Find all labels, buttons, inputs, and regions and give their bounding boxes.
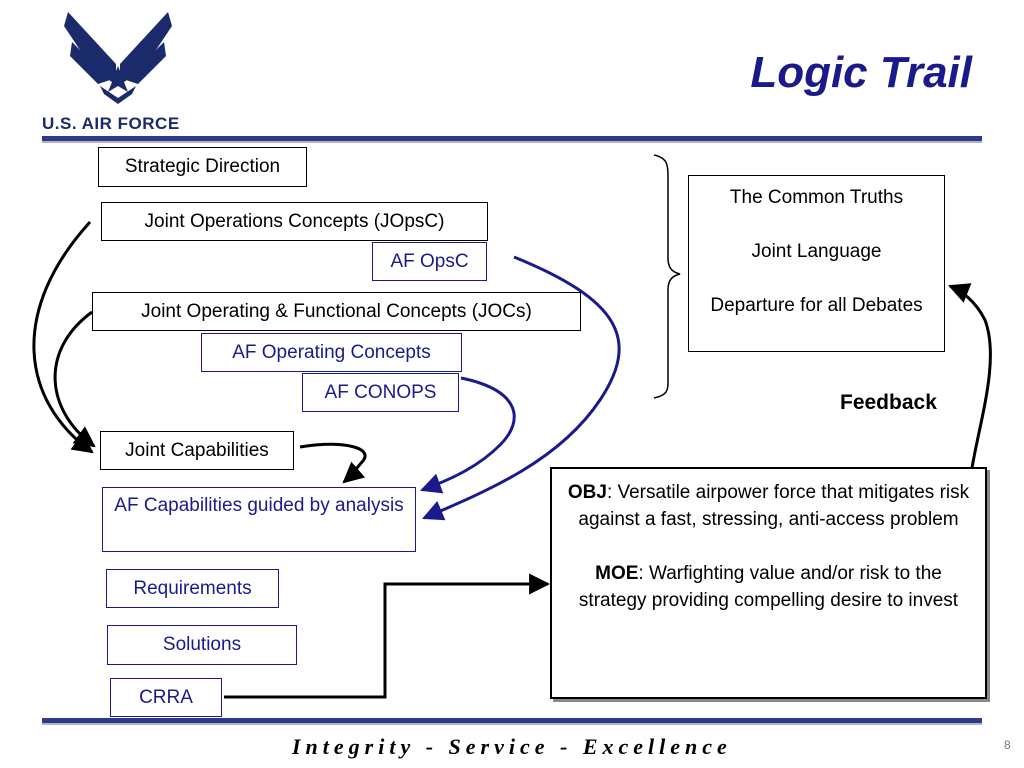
page-title: Logic Trail	[750, 48, 972, 97]
footer-motto: Integrity - Service - Excellence	[292, 734, 732, 759]
common-truths-box: The Common Truths Joint Language Departu…	[688, 175, 945, 352]
obj-text: : Versatile airpower force that mitigate…	[578, 482, 970, 530]
strategic-direction-box: Strategic Direction	[98, 147, 307, 187]
moe-label: MOE	[595, 563, 639, 584]
moe-paragraph: MOE: Warfighting value and/or risk to th…	[564, 560, 973, 614]
feedback-arrow	[948, 283, 992, 469]
obj-label: OBJ	[567, 482, 607, 503]
joint-capabilities-box: Joint Capabilities	[100, 431, 294, 470]
feedback-label: Feedback	[840, 391, 937, 414]
solutions-box: Solutions	[107, 625, 297, 665]
af-opsc-to-af-capabilities-arrow	[422, 255, 621, 521]
top-rule-shadow	[42, 141, 982, 143]
crra-to-objective-arrow	[224, 573, 551, 699]
top-rule	[42, 136, 982, 141]
logo-text: U.S. AIR FORCE	[42, 114, 180, 133]
joint-to-af-capabilities-arrow	[299, 443, 367, 484]
bracket-brace	[653, 154, 681, 399]
bottom-rule	[42, 718, 982, 723]
truths-line-1: The Common Truths	[729, 187, 904, 208]
af-conops-to-af-capabilities-arrow	[420, 376, 516, 494]
objective-box: OBJ: Versatile airpower force that mitig…	[550, 467, 987, 699]
af-opsc-box: AF OpsC	[372, 242, 487, 281]
truths-line-2: Joint Language	[751, 241, 882, 262]
page-number: 8	[1004, 738, 1011, 752]
af-conops-box: AF CONOPS	[302, 373, 459, 412]
af-operating-concepts-box: AF Operating Concepts	[201, 333, 462, 372]
bottom-rule-shadow	[42, 723, 982, 725]
crra-box: CRRA	[110, 678, 222, 717]
objective-paragraph: OBJ: Versatile airpower force that mitig…	[564, 479, 973, 533]
jopsc-box: Joint Operations Concepts (JOpsC)	[101, 202, 488, 241]
truths-line-3: Departure for all Debates	[710, 295, 923, 316]
af-capabilities-box: AF Capabilities guided by analysis	[102, 487, 416, 552]
jocs-box: Joint Operating & Functional Concepts (J…	[92, 292, 581, 331]
jopsc-to-joint-capabilities-arrow	[32, 220, 94, 454]
requirements-box: Requirements	[106, 569, 279, 608]
moe-text: : Warfighting value and/or risk to the s…	[578, 563, 959, 611]
jocs-to-joint-capabilities-arrow	[53, 310, 96, 448]
